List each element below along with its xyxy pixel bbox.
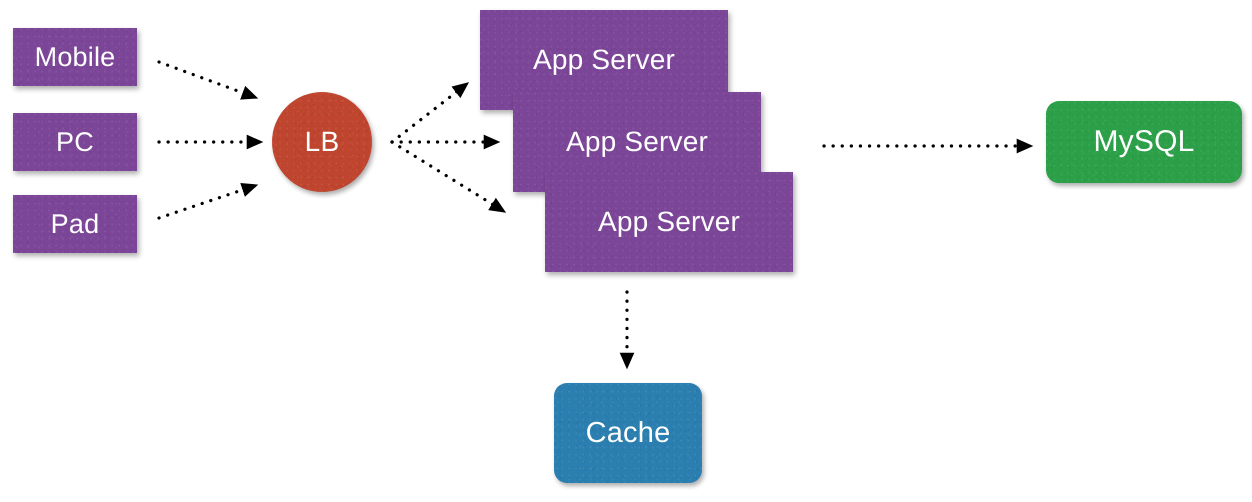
edge-lb-to-app3 (390, 140, 507, 214)
node-label: App Server (597, 206, 741, 237)
node-label: Cache (585, 416, 671, 449)
node-cache[interactable]: Cache (554, 383, 702, 483)
node-client-pc[interactable]: PC (13, 113, 137, 171)
node-app-server-1[interactable]: App Server (480, 10, 728, 110)
node-label: App Server (532, 44, 676, 75)
node-app-server-3[interactable]: App Server (545, 172, 793, 272)
edge-lb-to-app1 (390, 81, 470, 144)
node-label: LB (304, 126, 340, 157)
edge-mobile-to-lb (157, 60, 259, 100)
node-label: MySQL (1093, 125, 1195, 158)
node-load-balancer[interactable]: LB (272, 92, 372, 192)
node-client-pad[interactable]: Pad (13, 195, 137, 253)
node-database-mysql[interactable]: MySQL (1046, 101, 1242, 183)
node-label: Mobile (34, 41, 116, 72)
node-label: Pad (50, 208, 100, 239)
node-label: App Server (565, 126, 709, 157)
node-label: PC (56, 126, 94, 157)
edge-pad-to-lb (157, 182, 259, 220)
node-client-mobile[interactable]: Mobile (13, 28, 137, 86)
